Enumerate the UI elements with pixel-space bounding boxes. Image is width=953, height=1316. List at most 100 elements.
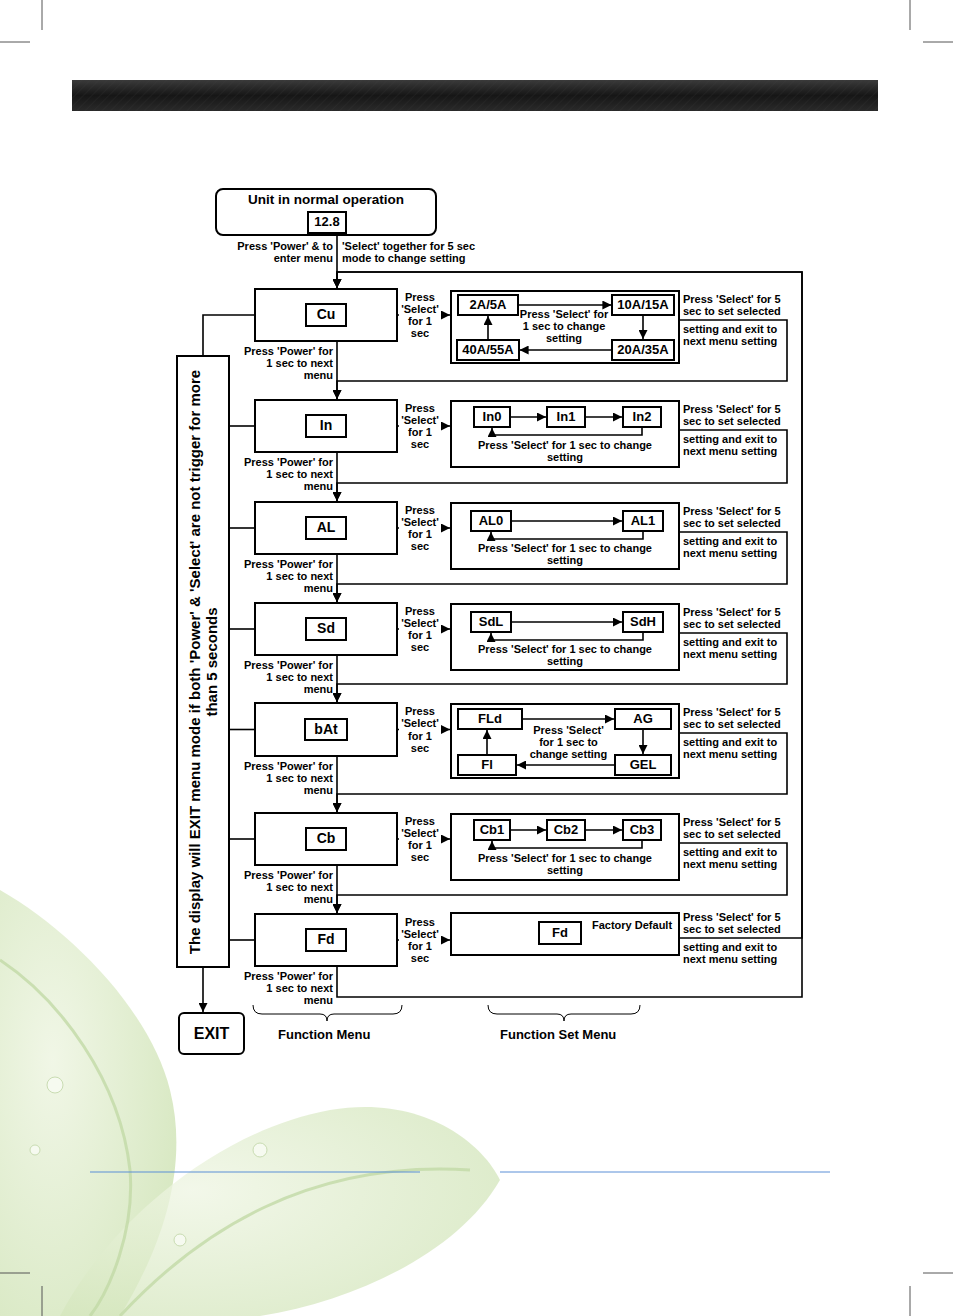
connector bbox=[230, 939, 254, 941]
node-text: AG bbox=[633, 712, 653, 726]
node-text: In bbox=[305, 414, 347, 437]
node-text: The display will EXIT menu mode if both … bbox=[187, 362, 220, 962]
node-text: Cu bbox=[305, 303, 347, 326]
exit-box: EXIT bbox=[178, 1012, 245, 1055]
edge-label: Press 'Select' for 1 sec bbox=[399, 402, 441, 450]
instruction-label: Press 'Select' for 5 sec to set selected bbox=[683, 606, 785, 630]
setting-box: In2 bbox=[622, 406, 662, 428]
water-drop bbox=[253, 1143, 267, 1157]
setting-box: 40A/55A bbox=[456, 339, 519, 361]
connector bbox=[202, 968, 204, 1012]
setting-box: 10A/15A bbox=[611, 294, 674, 316]
connector bbox=[230, 527, 254, 529]
node-text: Fl bbox=[481, 758, 493, 772]
section-caption: Function Menu bbox=[278, 1028, 408, 1042]
setting-box: Fl bbox=[457, 754, 517, 776]
setting-panel: Press 'Select' for 1 sec to change setti… bbox=[450, 400, 680, 468]
instruction-label: setting and exit to next menu setting bbox=[683, 736, 785, 760]
header-bar bbox=[72, 80, 878, 111]
setting-box: GEL bbox=[614, 754, 672, 776]
setting-box: 12.8 bbox=[307, 211, 347, 234]
setting-panel: Press 'Select' for 1 sec to change setti… bbox=[450, 813, 680, 881]
connector bbox=[642, 316, 644, 339]
connector bbox=[523, 718, 614, 720]
instruction-text: Factory Default bbox=[592, 919, 676, 931]
edge-label: Press 'Select' for 1 sec bbox=[399, 291, 441, 339]
node-text: 12.8 bbox=[314, 215, 339, 229]
node-text: FLd bbox=[478, 712, 502, 726]
water-drop bbox=[174, 1234, 186, 1246]
menu-box: In bbox=[254, 399, 398, 453]
instruction-text: Press 'Select' for 1 sec to change setti… bbox=[525, 724, 612, 760]
connector bbox=[336, 453, 338, 501]
connector bbox=[519, 304, 611, 306]
instruction-label: setting and exit to next menu setting bbox=[683, 323, 785, 347]
instruction-text: Press 'Select' for 1 sec to change setti… bbox=[465, 439, 665, 463]
edge-label: Press 'Select' for 1 sec bbox=[399, 815, 441, 863]
node-text: AL0 bbox=[479, 514, 504, 528]
node-text: In0 bbox=[483, 410, 502, 424]
instruction-label: Press 'Select' for 5 sec to set selected bbox=[683, 911, 785, 935]
status-box: Unit in normal operation12.8 bbox=[215, 188, 437, 236]
setting-box: AL0 bbox=[470, 510, 512, 532]
edge-label: Press 'Select' for 1 sec bbox=[399, 605, 441, 653]
instruction-text: Press 'Select' for 1 sec to change setti… bbox=[465, 852, 665, 876]
instruction-label: setting and exit to next menu setting bbox=[683, 433, 785, 457]
instruction-label: 'Select' together for 5 sec mode to chan… bbox=[342, 240, 507, 264]
menu-box: Cu bbox=[254, 288, 398, 342]
connector bbox=[336, 656, 338, 702]
connector bbox=[336, 555, 338, 602]
instruction-label: setting and exit to next menu setting bbox=[683, 941, 785, 965]
setting-box: FLd bbox=[457, 708, 523, 730]
node-text: 2A/5A bbox=[470, 298, 507, 312]
node-text: Cb3 bbox=[630, 823, 655, 837]
connector bbox=[492, 428, 642, 435]
edge-label: Press 'Select' for 1 sec bbox=[399, 916, 441, 964]
setting-box: 20A/35A bbox=[611, 339, 674, 361]
setting-panel: Press 'Select' for 1 sec to change setti… bbox=[450, 703, 680, 779]
setting-box: Cb3 bbox=[622, 819, 662, 841]
setting-box: Cb1 bbox=[473, 819, 511, 841]
setting-box: Cb2 bbox=[546, 819, 586, 841]
node-text: Fd bbox=[305, 928, 347, 951]
node-text: 20A/35A bbox=[617, 343, 668, 357]
setting-box: AL1 bbox=[622, 510, 664, 532]
instruction-text: Press 'Select' for 1 sec to change setti… bbox=[465, 542, 665, 566]
edge-label: Press 'Power' for 1 sec to next menu bbox=[237, 869, 333, 905]
instruction-label: setting and exit to next menu setting bbox=[683, 846, 785, 870]
connector bbox=[517, 764, 614, 766]
edge-label: Press 'Select' for 1 sec bbox=[399, 504, 441, 552]
connector bbox=[511, 829, 546, 831]
setting-box: SdH bbox=[622, 611, 664, 633]
connector bbox=[230, 838, 254, 840]
setting-box: 2A/5A bbox=[457, 294, 519, 316]
connector bbox=[230, 729, 254, 731]
connector bbox=[337, 272, 802, 997]
node-text: AL1 bbox=[631, 514, 656, 528]
bracket bbox=[253, 1005, 402, 1021]
bracket bbox=[488, 1005, 640, 1021]
node-text: Cb2 bbox=[554, 823, 579, 837]
menu-box: bAt bbox=[254, 702, 398, 757]
instruction-label: setting and exit to next menu setting bbox=[683, 535, 785, 559]
node-text: Cb bbox=[305, 827, 347, 850]
node-text: Fd bbox=[552, 926, 568, 940]
node-text: SdL bbox=[479, 615, 504, 629]
water-drop bbox=[47, 1077, 63, 1093]
node-text: 10A/15A bbox=[617, 298, 668, 312]
instruction-text: Press 'Select' for 1 sec to change setti… bbox=[519, 308, 609, 344]
menu-box: Sd bbox=[254, 602, 398, 656]
footer-rule bbox=[500, 1172, 830, 1173]
node-text: GEL bbox=[630, 758, 657, 772]
edge-label: Press 'Power' for 1 sec to next menu bbox=[237, 345, 333, 381]
leaf-vein bbox=[0, 960, 131, 1316]
edge-label: Press 'Power' for 1 sec to next menu bbox=[237, 558, 333, 594]
connector bbox=[511, 416, 546, 418]
connector bbox=[486, 730, 488, 754]
connector bbox=[491, 633, 643, 640]
connector bbox=[230, 628, 254, 630]
connector bbox=[586, 829, 622, 831]
edge-label: Press 'Select' for 1 sec bbox=[399, 705, 441, 753]
